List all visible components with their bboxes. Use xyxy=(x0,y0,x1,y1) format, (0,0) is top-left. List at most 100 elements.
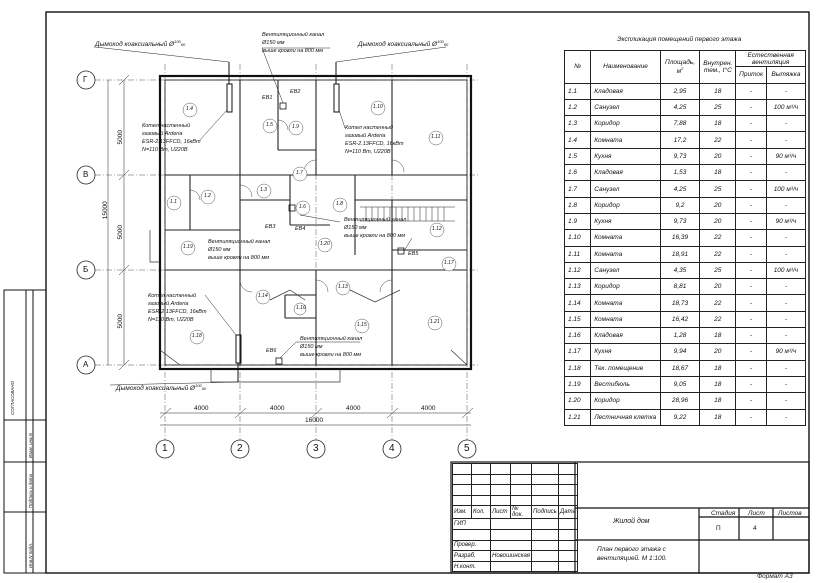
cell-exhaust: - xyxy=(765,82,807,100)
cell-area: 16,42 xyxy=(659,310,701,329)
room-tag: 1.12 xyxy=(432,226,442,232)
cell-num: 1.6 xyxy=(563,164,592,182)
leader-lines xyxy=(94,46,447,386)
cell-name: Санузел xyxy=(590,98,661,117)
cell-name: Кухня xyxy=(590,147,661,166)
room-tag-circles xyxy=(166,100,457,345)
cell-inflow: - xyxy=(735,245,767,263)
axis-label-g: Г xyxy=(83,75,88,84)
room-tag: 1.18 xyxy=(192,333,202,339)
stamp-col: № док. xyxy=(509,505,533,520)
side-podpis: Подпись и дата xyxy=(28,473,33,508)
dim-1: 4000 xyxy=(194,405,209,412)
eb-label: ЕВ3 xyxy=(265,224,276,230)
cell-num: 1.1 xyxy=(563,82,592,100)
cell-exhaust: 90 м³/ч xyxy=(765,212,807,231)
cell-area: 16,39 xyxy=(659,229,701,247)
room-tag: 1.20 xyxy=(320,241,330,247)
cell-inflow: - xyxy=(735,115,767,133)
eb-label: ЕВ5 xyxy=(408,251,419,257)
cell-num: 1.17 xyxy=(563,343,592,361)
axis-label-1: 1 xyxy=(162,443,168,454)
room-tag: 1.1 xyxy=(170,199,177,205)
room-tag: 1.2 xyxy=(204,193,211,199)
eb-label: ЕВ1 xyxy=(262,95,273,101)
room-tag: 1.10 xyxy=(373,104,383,110)
axis-label-v: В xyxy=(83,170,89,179)
dim-v-1: 5000 xyxy=(116,130,124,145)
axis-label-3: 3 xyxy=(313,443,319,454)
cell-inflow: - xyxy=(735,278,767,296)
chimney-label-left: Дымоход коаксиальный Ø10060 xyxy=(95,39,186,49)
cell-exhaust: 100 м³/ч xyxy=(765,180,807,198)
cell-name: Комната xyxy=(590,245,661,263)
cell-inflow: - xyxy=(735,392,767,410)
col-num: № xyxy=(563,50,592,84)
cell-exhaust: 90 м³/ч xyxy=(765,147,807,166)
col-temp: Внутрен. тем., t°C xyxy=(699,50,737,84)
cell-num: 1.4 xyxy=(563,131,592,149)
cell-temp: 22 xyxy=(699,229,737,247)
sheet-label: Лист xyxy=(748,510,765,517)
cell-num: 1.12 xyxy=(563,261,592,280)
cell-temp: 18 xyxy=(699,115,737,133)
cell-exhaust: - xyxy=(765,229,807,247)
cell-inflow: - xyxy=(735,294,767,312)
cell-area: 9,2 xyxy=(659,196,701,214)
chimney-label-right: Дымоход коаксиальный Ø10060 xyxy=(358,39,449,49)
cell-name: Вестибюль xyxy=(590,375,661,394)
stamp-col: Лист xyxy=(490,505,511,520)
porch-outlines xyxy=(149,230,468,383)
cell-area: 1,28 xyxy=(659,327,701,345)
cell-temp: 25 xyxy=(699,98,737,117)
cell-inflow: - xyxy=(735,164,767,182)
cell-temp: 18 xyxy=(699,408,737,426)
cell-name: Коридор xyxy=(590,278,661,296)
stamp-prover: Провер. xyxy=(452,539,491,552)
cell-area: 9,73 xyxy=(659,212,701,231)
room-tag: 1.17 xyxy=(444,260,454,266)
cell-name: Кухня xyxy=(590,212,661,231)
cell-exhaust: - xyxy=(765,278,807,296)
eb-label: ЕВ2 xyxy=(290,89,301,95)
cell-area: 4,25 xyxy=(659,180,701,198)
cell-exhaust: - xyxy=(765,310,807,329)
cell-area: 28,96 xyxy=(659,392,701,410)
cell-name: Коридор xyxy=(590,196,661,214)
cell-temp: 22 xyxy=(699,294,737,312)
axis-label-2: 2 xyxy=(237,443,243,454)
cell-inflow: - xyxy=(735,180,767,198)
stamp-col: Подпись xyxy=(531,505,560,520)
cell-area: 9,05 xyxy=(659,375,701,394)
cell-temp: 18 xyxy=(699,392,737,410)
cell-area: 4,25 xyxy=(659,98,701,117)
side-invn: Инв.N подл. xyxy=(28,542,33,568)
cell-area: 1,53 xyxy=(659,164,701,182)
dim-2: 4000 xyxy=(270,405,285,412)
cell-num: 1.5 xyxy=(563,147,592,166)
room-tag: 1.11 xyxy=(431,134,441,140)
cell-area: 17,2 xyxy=(659,131,701,149)
cell-inflow: - xyxy=(735,196,767,214)
cell-area: 8,81 xyxy=(659,278,701,296)
stamp-col: Дата xyxy=(558,505,579,520)
cell-temp: 20 xyxy=(699,212,737,231)
cell-name: Комната xyxy=(590,310,661,329)
cell-inflow: - xyxy=(735,408,767,426)
dim-total: 16000 xyxy=(305,417,324,424)
cell-num: 1.13 xyxy=(563,278,592,296)
room-tag: 1.19 xyxy=(183,244,193,250)
cell-inflow: - xyxy=(735,261,767,280)
side-stamp xyxy=(3,289,47,574)
